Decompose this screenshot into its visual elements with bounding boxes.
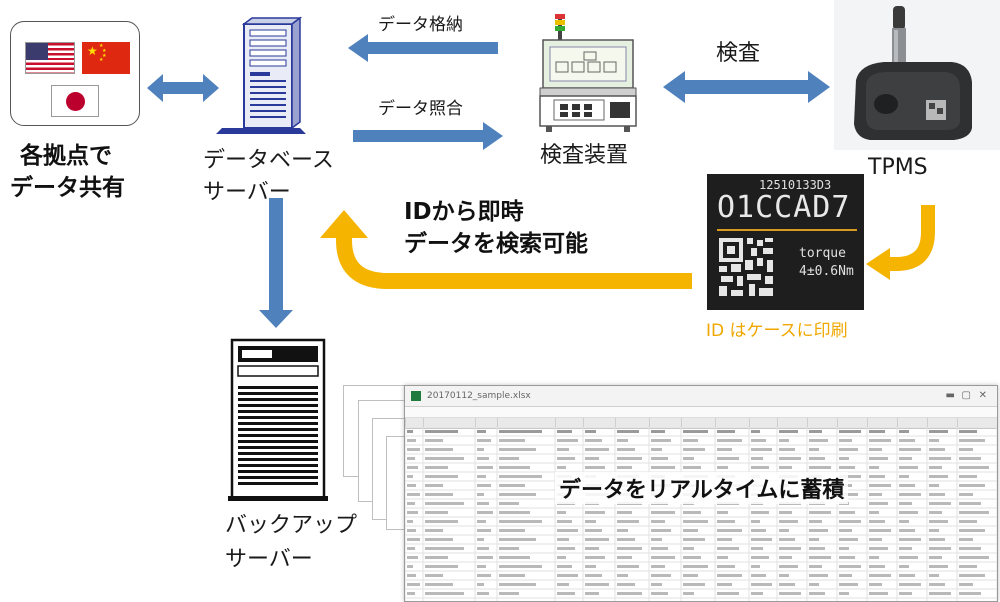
spreadsheet-grid <box>405 427 997 601</box>
backup-label-line2: サーバー <box>225 547 313 572</box>
jp-flag-icon <box>51 85 99 117</box>
us-flag-icon <box>25 42 75 74</box>
backup-label-line1: バックアップ <box>225 513 358 538</box>
database-server-icon <box>216 16 306 134</box>
spreadsheet-window: 20170112_sample.xlsx ▬ ▢ ✕ <box>404 385 998 602</box>
cn-flag-icon: ★ ★ ★ ★ ★ <box>82 42 130 74</box>
close-icon[interactable]: ✕ <box>978 390 987 401</box>
torque-value: 4±0.6Nm <box>799 264 854 279</box>
search-label-line2: データを検索可能 <box>404 231 588 257</box>
minimize-icon[interactable]: ▬ <box>945 390 955 401</box>
id-print-label: ID はケースに印刷 <box>706 321 848 341</box>
spreadsheet-title-bar: 20170112_sample.xlsx ▬ ▢ ✕ <box>405 386 997 407</box>
flags-server-double-arrow <box>147 74 219 102</box>
data-match-label: データ照合 <box>378 99 463 119</box>
id-main-code: O1CCAD7 <box>717 190 851 225</box>
db-server-label-line2: サーバー <box>203 180 291 205</box>
data-store-arrow <box>348 34 498 62</box>
id-print-photo: 12510133D3 O1CCAD7 torque 4±0.6Nm <box>707 174 864 310</box>
tpms-to-id-arrow <box>888 205 935 271</box>
data-store-label: データ格納 <box>378 15 463 35</box>
country-flags-box: ★ ★ ★ ★ ★ <box>10 21 140 126</box>
qr-code-icon <box>719 238 773 296</box>
share-label-line2: データ共有 <box>10 175 125 201</box>
backup-server-icon <box>228 338 328 501</box>
tpms-label: TPMS <box>868 155 928 180</box>
inspection-device-label: 検査装置 <box>540 143 629 168</box>
id-to-server-arrow <box>336 236 692 289</box>
inspection-double-arrow <box>663 71 830 103</box>
excel-icon <box>411 391 421 401</box>
spreadsheet-filename: 20170112_sample.xlsx <box>427 391 531 401</box>
inspection-label: 検査 <box>716 41 761 66</box>
search-label-line1: IDから即時 <box>404 199 524 225</box>
id-top-code: 12510133D3 <box>759 178 832 192</box>
spreadsheet-formula-bar <box>405 407 997 418</box>
backup-down-arrow <box>259 198 293 328</box>
share-label-line1: 各拠点で <box>20 143 112 169</box>
inspection-device-icon <box>539 14 637 132</box>
data-match-arrow <box>353 122 503 150</box>
spreadsheet-column-header <box>405 418 997 429</box>
tpms-sensor-photo <box>834 0 1000 150</box>
maximize-icon[interactable]: ▢ <box>961 390 971 401</box>
realtime-label: データをリアルタイムに蓄積 <box>555 472 849 504</box>
db-server-label-line1: データベース <box>203 148 334 173</box>
torque-label: torque <box>799 246 846 261</box>
